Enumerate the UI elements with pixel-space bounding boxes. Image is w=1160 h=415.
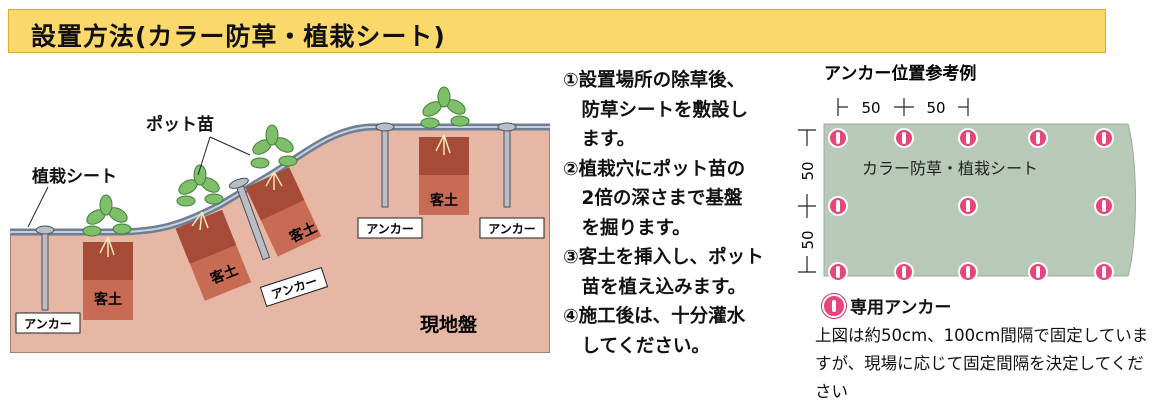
legend-label: 専用アンカー [850, 298, 952, 318]
soil-label-1: 客土 [93, 291, 122, 308]
step-2: ②植栽穴にポット苗の 2倍の深さまで基盤 を掘ります。 [563, 158, 746, 239]
anchor-label-3: アンカー [479, 217, 545, 239]
anchor-label-1: アンカー [15, 312, 81, 334]
anchor-legend: 専用アンカー [822, 293, 951, 318]
anchor-dot-mark [1102, 132, 1106, 144]
dim-v1: 50 [799, 161, 817, 180]
color-sheet [823, 123, 1136, 277]
soil-label-4: 客土 [429, 192, 458, 209]
anchor-dot-mark [966, 200, 970, 212]
step-4: ④施工後は、十分灌水 してください。 [563, 306, 746, 357]
soil-pot-3 [245, 167, 322, 257]
pot-seedling-label: ポット苗 [146, 114, 214, 135]
installation-steps: ①設置場所の除草後、 防草シートを敷設し ます。 ②植栽穴にポット苗の 2倍の深… [563, 66, 795, 361]
anchor-note: 上図は約50cm、100cm間隔で固定していますが、現場に応じて固定間隔を決定し… [815, 326, 1149, 401]
anchor-dot-mark [836, 266, 840, 278]
soil-pot-2 [175, 209, 252, 301]
anchor-layout-diagram: アンカー位置参考例 50 50 50 50 カラー防草・植栽シート [798, 63, 1136, 282]
section-header: 設置方法(カラー防草・植栽シート) [8, 9, 1106, 53]
planting-sheet-label: 植栽シート [32, 166, 117, 187]
anchor-dot-mark [966, 132, 970, 144]
svg-text:アンカー: アンカー [366, 222, 414, 236]
svg-text:アンカー: アンカー [488, 222, 536, 236]
anchor-dot-mark [902, 266, 906, 278]
anchor-dot-mark [1036, 266, 1040, 278]
anchor-dot-mark [836, 132, 840, 144]
anchor-dot-mark [902, 132, 906, 144]
anchor-dot-mark [1036, 132, 1040, 144]
svg-text:アンカー: アンカー [24, 317, 72, 331]
anchor-dot-mark [1102, 200, 1106, 212]
anchor-dots [828, 128, 1114, 282]
anchor-dot-icon [822, 293, 846, 318]
step-3: ③客土を挿入し、ポット 苗を植え込みます。 [563, 247, 764, 298]
dim-h1: 50 [861, 99, 880, 117]
section-title: 設置方法(カラー防草・植栽シート) [31, 22, 446, 51]
anchor-dot-mark [966, 266, 970, 278]
dim-h2: 50 [926, 99, 945, 117]
anchor-dot-mark [1102, 266, 1106, 278]
anchor-label-2: アンカー [357, 217, 423, 239]
existing-ground-label: 現地盤 [420, 313, 478, 336]
step-1: ①設置場所の除草後、 防草シートを敷設し ます。 [563, 70, 749, 150]
layout-title: アンカー位置参考例 [824, 63, 976, 84]
sheet-label: カラー防草・植栽シート [862, 159, 1038, 178]
dim-v2: 50 [799, 230, 817, 249]
anchor-dot-mark [836, 200, 840, 212]
installation-cross-section-diagram: ポット苗 植栽シート アンカー アンカー アンカー アンカー 客土 客土 客土 … [10, 67, 550, 353]
